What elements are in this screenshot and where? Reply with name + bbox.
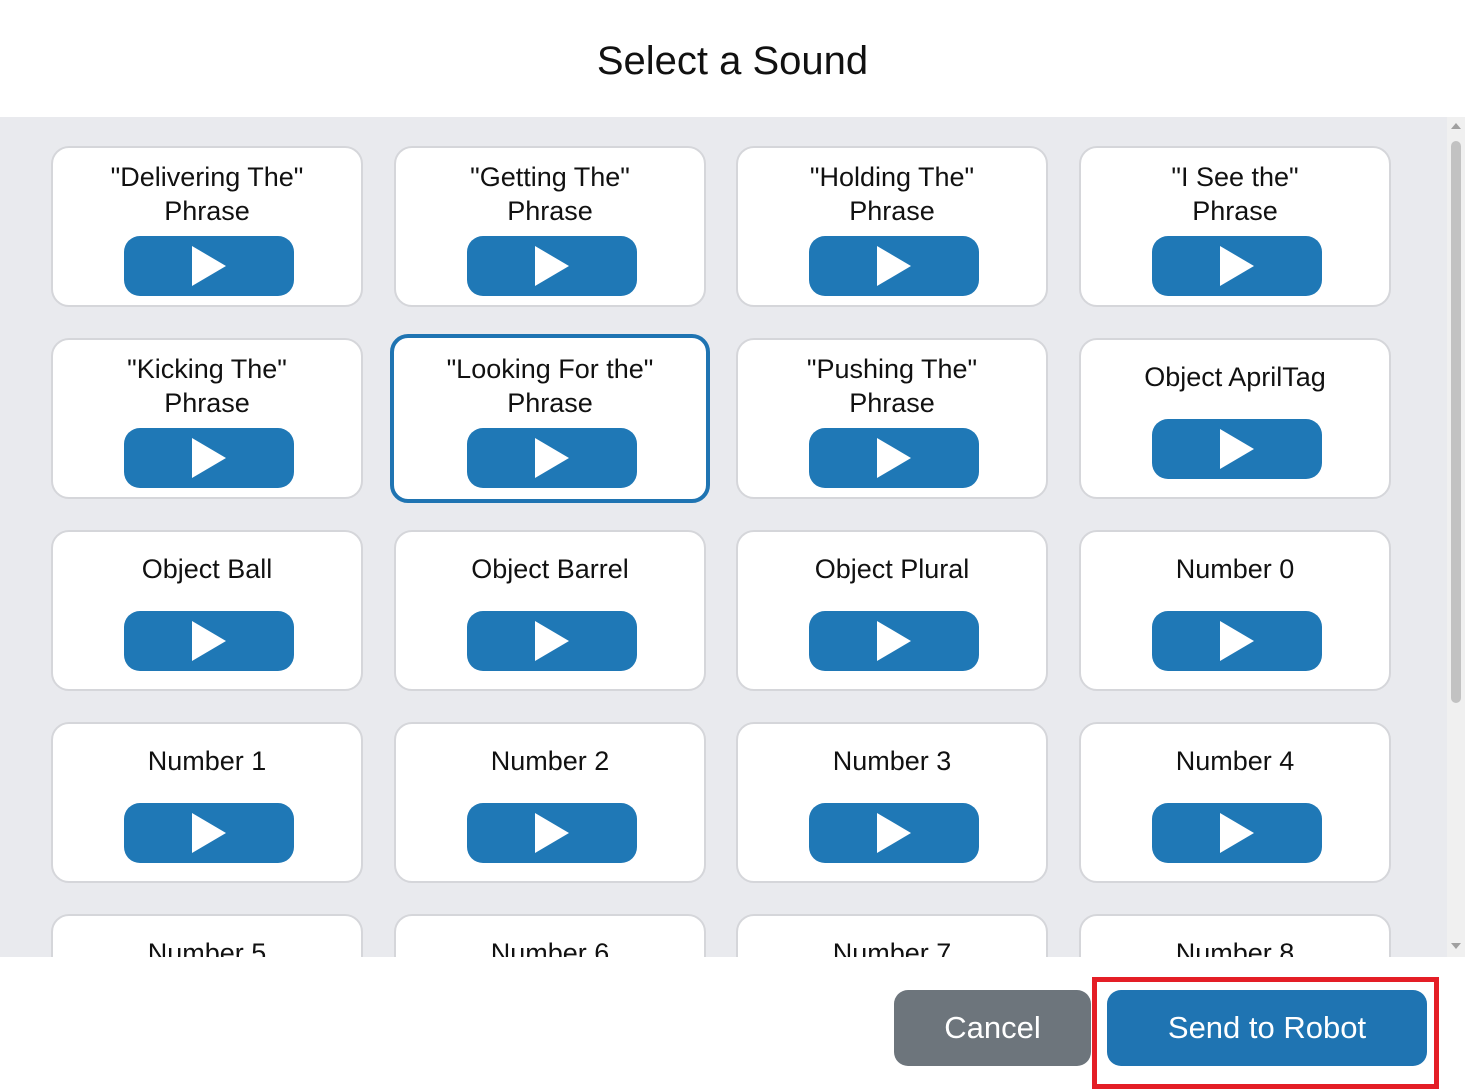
sound-list[interactable]: "Delivering The" Phrase "Getting The" Phr… <box>0 117 1465 957</box>
sound-label: Number 3 <box>832 746 952 776</box>
sound-card[interactable]: Number 1 <box>51 722 363 883</box>
play-icon <box>192 621 226 661</box>
sound-label: Number 2 <box>490 746 610 776</box>
play-icon <box>535 813 569 853</box>
play-icon <box>192 438 226 478</box>
dialog-title: Select a Sound <box>596 39 869 83</box>
sound-card[interactable]: "I See the" Phrase <box>1079 146 1391 307</box>
sound-label: "Getting The" Phrase <box>470 162 630 226</box>
sound-card[interactable]: Number 5 <box>51 914 363 957</box>
play-icon <box>1220 621 1254 661</box>
play-sound-button[interactable] <box>809 803 979 863</box>
cancel-button[interactable]: Cancel <box>894 990 1091 1066</box>
sound-card[interactable]: Number 7 <box>736 914 1048 957</box>
play-sound-button[interactable] <box>467 803 637 863</box>
play-sound-button[interactable] <box>467 611 637 671</box>
play-icon <box>535 246 569 286</box>
play-icon <box>535 621 569 661</box>
sound-label: "Delivering The" Phrase <box>110 162 304 226</box>
play-icon <box>192 246 226 286</box>
play-sound-button[interactable] <box>1152 803 1322 863</box>
scroll-down-icon[interactable] <box>1451 943 1461 949</box>
sound-card[interactable]: Object Barrel <box>394 530 706 691</box>
sound-card[interactable]: Number 8 <box>1079 914 1391 957</box>
sound-card[interactable]: Number 4 <box>1079 722 1391 883</box>
sound-label: Number 8 <box>1175 938 1295 957</box>
sound-card[interactable]: Number 2 <box>394 722 706 883</box>
dialog-footer: Cancel Send to Robot <box>0 957 1465 1091</box>
sound-label: Number 0 <box>1175 554 1295 584</box>
sound-label: "Pushing The" Phrase <box>806 354 978 418</box>
sound-card[interactable]: "Looking For the" Phrase <box>390 334 710 503</box>
sound-grid: "Delivering The" Phrase "Getting The" Phr… <box>0 117 1447 957</box>
play-sound-button[interactable] <box>124 803 294 863</box>
play-icon <box>1220 429 1254 469</box>
play-sound-button[interactable] <box>809 611 979 671</box>
sound-label: "I See the" Phrase <box>1171 162 1299 226</box>
sound-card[interactable]: Number 0 <box>1079 530 1391 691</box>
dialog-header: Select a Sound <box>0 0 1465 117</box>
play-sound-button[interactable] <box>1152 611 1322 671</box>
sound-card[interactable]: "Getting The" Phrase <box>394 146 706 307</box>
sound-card[interactable]: Object Ball <box>51 530 363 691</box>
sound-card[interactable]: Number 6 <box>394 914 706 957</box>
play-sound-button[interactable] <box>124 428 294 488</box>
sound-card[interactable]: "Pushing The" Phrase <box>736 338 1048 499</box>
play-icon <box>1220 246 1254 286</box>
sound-label: Object AprilTag <box>1144 362 1326 392</box>
scrollbar[interactable] <box>1447 117 1465 957</box>
play-icon <box>192 813 226 853</box>
sound-card[interactable]: "Holding The" Phrase <box>736 146 1048 307</box>
sound-card[interactable]: Object AprilTag <box>1079 338 1391 499</box>
sound-label: Number 4 <box>1175 746 1295 776</box>
play-sound-button[interactable] <box>124 611 294 671</box>
play-sound-button[interactable] <box>467 428 637 488</box>
play-sound-button[interactable] <box>809 236 979 296</box>
sound-label: "Holding The" Phrase <box>809 162 975 226</box>
sound-label: Object Plural <box>814 554 970 584</box>
play-icon <box>877 813 911 853</box>
sound-label: Number 1 <box>147 746 267 776</box>
sound-card[interactable]: "Delivering The" Phrase <box>51 146 363 307</box>
sound-label: "Looking For the" Phrase <box>446 354 654 418</box>
play-icon <box>1220 813 1254 853</box>
play-icon <box>877 621 911 661</box>
scroll-thumb[interactable] <box>1451 141 1461 703</box>
sound-label: Object Barrel <box>471 554 629 584</box>
sound-label: Object Ball <box>141 554 273 584</box>
sound-label: "Kicking The" Phrase <box>127 354 287 418</box>
sound-label: Number 7 <box>832 938 952 957</box>
sound-label: Number 6 <box>490 938 610 957</box>
play-sound-button[interactable] <box>1152 419 1322 479</box>
play-icon <box>535 438 569 478</box>
play-icon <box>877 438 911 478</box>
play-sound-button[interactable] <box>1152 236 1322 296</box>
sound-card[interactable]: Number 3 <box>736 722 1048 883</box>
play-sound-button[interactable] <box>467 236 637 296</box>
sound-card[interactable]: Object Plural <box>736 530 1048 691</box>
sound-card[interactable]: "Kicking The" Phrase <box>51 338 363 499</box>
play-icon <box>877 246 911 286</box>
play-sound-button[interactable] <box>809 428 979 488</box>
play-sound-button[interactable] <box>124 236 294 296</box>
send-to-robot-button[interactable]: Send to Robot <box>1107 990 1427 1066</box>
sound-label: Number 5 <box>147 938 267 957</box>
scroll-up-icon[interactable] <box>1451 123 1461 129</box>
